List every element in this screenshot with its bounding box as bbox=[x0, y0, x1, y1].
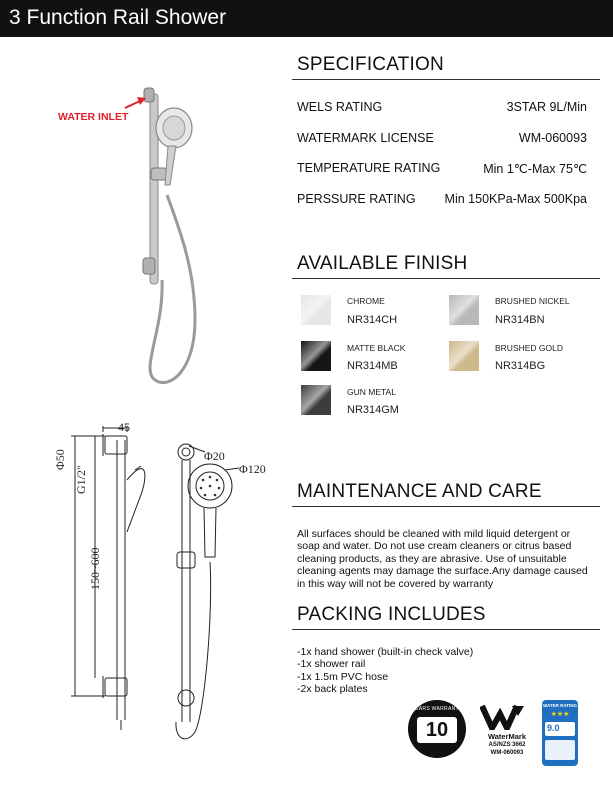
maintenance-line: cleaning products, as they are abrasive.… bbox=[297, 552, 567, 565]
wels-stars-icon: ★★★ bbox=[550, 711, 570, 718]
finish-code: NR314BN bbox=[495, 314, 545, 326]
page-title: 3 Function Rail Shower bbox=[9, 6, 227, 29]
maintenance-line: soap and water. Do not use cream cleaner… bbox=[297, 540, 572, 553]
spec-row: WELS RATING 3STAR 9L/Min bbox=[297, 100, 587, 118]
packing-item: -1x 1.5m PVC hose bbox=[297, 670, 389, 683]
swatch-matte-black bbox=[301, 341, 331, 371]
finish-heading: AVAILABLE FINISH bbox=[297, 253, 468, 274]
spec-label: WELS RATING bbox=[297, 100, 383, 114]
dim-20: Φ20 bbox=[204, 449, 225, 463]
spec-value: Min 1℃-Max 75℃ bbox=[483, 162, 587, 176]
wels-panel: 9.0 bbox=[545, 722, 575, 736]
dim-g12: G1/2" bbox=[74, 465, 88, 494]
swatch-chrome bbox=[301, 295, 331, 325]
spec-value: 3STAR 9L/Min bbox=[506, 100, 587, 114]
packing-item: -1x shower rail bbox=[297, 658, 366, 671]
dim-45: 45 bbox=[118, 420, 130, 434]
maintenance-line: All surfaces should be cleaned with mild… bbox=[297, 528, 571, 540]
wels-title: WATER RATING bbox=[542, 703, 578, 708]
finish-code: NR314CH bbox=[347, 314, 398, 326]
packing-item: -1x hand shower (built-in check valve) bbox=[297, 646, 474, 658]
title-bar bbox=[0, 0, 613, 37]
wels-rating-badge: WATER RATING ★★★ 9.0 bbox=[542, 700, 578, 766]
packing-rule bbox=[292, 629, 600, 630]
top-bracket bbox=[143, 87, 155, 103]
finish-code: NR314BG bbox=[495, 360, 546, 372]
warranty-number: 10 bbox=[417, 717, 457, 743]
shower-handle bbox=[164, 145, 177, 186]
packing-list: -1x hand shower (built-in check valve) -… bbox=[297, 646, 597, 696]
wels-value: 9.0 bbox=[547, 723, 560, 733]
watermark-code: WM-060093 bbox=[490, 750, 524, 756]
finish-name: MATTE BLACK bbox=[347, 343, 406, 353]
packing-heading: PACKING INCLUDES bbox=[297, 604, 486, 625]
maintenance-line: in this way will not be covered by warra… bbox=[297, 577, 494, 590]
dim-50: Φ50 bbox=[53, 449, 67, 470]
watermark-standard: AS/NZS 3662 bbox=[488, 742, 526, 748]
dim-120: Φ120 bbox=[239, 462, 266, 476]
shower-face bbox=[162, 115, 186, 141]
technical-drawing bbox=[71, 426, 240, 740]
spec-value: Min 150KPa-Max 500Kpa bbox=[444, 192, 587, 206]
spec-heading: SPECIFICATION bbox=[297, 54, 444, 75]
finish-name: BRUSHED GOLD bbox=[495, 343, 564, 353]
spec-row: WATERMARK LICENSE WM-060093 bbox=[297, 131, 587, 149]
warranty-badge: YEARS WARRANTY 10 bbox=[408, 700, 466, 758]
maintenance-line: cleaning agents may damage the surface.A… bbox=[297, 565, 588, 578]
finish-name: CHROME bbox=[347, 296, 385, 306]
swatch-brushed-gold bbox=[449, 341, 479, 371]
spec-label: WATERMARK LICENSE bbox=[297, 131, 434, 145]
finish-name: BRUSHED NICKEL bbox=[495, 296, 570, 306]
finish-code: NR314GM bbox=[347, 404, 399, 416]
hose bbox=[148, 194, 197, 384]
warranty-text: YEARS WARRANTY bbox=[411, 706, 463, 712]
maintenance-rule bbox=[292, 506, 600, 507]
spec-row: PERSSURE RATING Min 150KPa-Max 500Kpa bbox=[297, 192, 587, 210]
spec-value: WM-060093 bbox=[518, 131, 587, 145]
spec-rule bbox=[292, 79, 600, 80]
product-photo bbox=[142, 87, 197, 384]
water-inlet-label: WATER INLET bbox=[58, 111, 129, 123]
maintenance-heading: MAINTENANCE AND CARE bbox=[297, 481, 542, 502]
maintenance-text: All surfaces should be cleaned with mild… bbox=[297, 528, 597, 590]
packing-item: -2x back plates bbox=[297, 683, 368, 696]
slider bbox=[150, 167, 168, 181]
spec-label: TEMPERATURE RATING bbox=[297, 161, 441, 175]
watermark-logo-icon bbox=[480, 704, 524, 730]
spec-row: TEMPERATURE RATING Min 1℃-Max 75℃ bbox=[297, 161, 587, 179]
finish-name: GUN METAL bbox=[347, 387, 396, 397]
swatch-brushed-nickel bbox=[449, 295, 479, 325]
finish-rule bbox=[292, 278, 600, 279]
finish-code: NR314MB bbox=[347, 360, 398, 372]
inlet-arrow-icon bbox=[124, 97, 146, 109]
swatch-gun-metal bbox=[301, 385, 331, 415]
spec-label: PERSSURE RATING bbox=[297, 192, 416, 206]
wels-details bbox=[545, 740, 575, 760]
bottom-bracket bbox=[142, 257, 156, 275]
dim-150-600: 150~600 bbox=[88, 547, 102, 591]
watermark-title: WaterMark bbox=[487, 732, 527, 741]
